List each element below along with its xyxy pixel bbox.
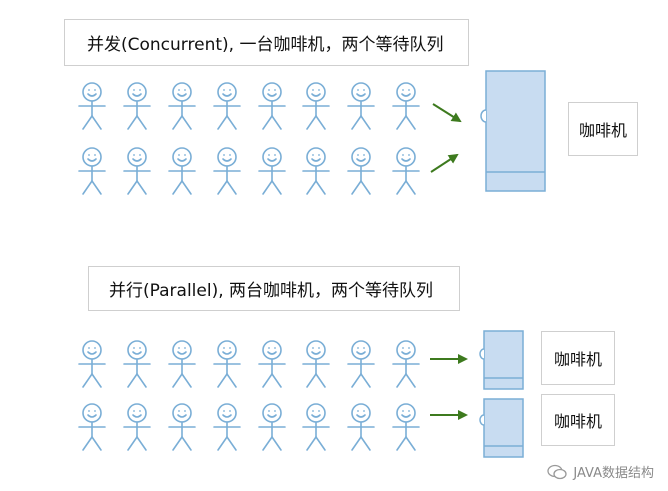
person-icon	[168, 403, 196, 451]
coffee-machine-icon-2	[479, 398, 524, 458]
watermark: JAVA数据结构	[547, 462, 654, 481]
person-icon	[302, 340, 330, 388]
person-icon	[123, 403, 151, 451]
person-icon	[258, 403, 286, 451]
coffee-machine-icon	[480, 70, 546, 192]
coffee-machine-label: 咖啡机	[568, 102, 638, 156]
people-layer	[78, 82, 420, 451]
person-icon	[347, 147, 375, 195]
person-icon	[78, 147, 106, 195]
person-icon	[258, 147, 286, 195]
coffee-machine-label-1: 咖啡机	[541, 331, 615, 385]
person-icon	[123, 82, 151, 130]
person-icon	[123, 340, 151, 388]
person-icon	[78, 340, 106, 388]
person-icon	[347, 340, 375, 388]
person-icon	[347, 82, 375, 130]
person-icon	[392, 82, 420, 130]
coffee-machine-icon-1	[479, 330, 524, 390]
watermark-text: JAVA数据结构	[573, 466, 654, 481]
person-icon	[168, 340, 196, 388]
arrow-1	[432, 103, 462, 123]
person-icon	[392, 403, 420, 451]
person-icon	[123, 147, 151, 195]
person-icon	[168, 82, 196, 130]
person-icon	[302, 403, 330, 451]
person-icon	[347, 403, 375, 451]
person-icon	[213, 147, 241, 195]
coffee-machine-label-2: 咖啡机	[541, 394, 615, 446]
person-icon	[213, 82, 241, 130]
person-icon	[168, 147, 196, 195]
arrow-2	[430, 153, 459, 173]
person-icon	[392, 340, 420, 388]
person-icon	[392, 147, 420, 195]
person-icon	[213, 403, 241, 451]
person-icon	[258, 340, 286, 388]
person-icon	[213, 340, 241, 388]
wechat-icon	[547, 464, 568, 479]
person-icon	[78, 82, 106, 130]
parallel-title: 并行(Parallel), 两台咖啡机，两个等待队列	[88, 266, 460, 311]
person-icon	[302, 147, 330, 195]
person-icon	[302, 82, 330, 130]
person-icon	[78, 403, 106, 451]
person-icon	[258, 82, 286, 130]
concurrent-title: 并发(Concurrent), 一台咖啡机，两个等待队列	[64, 19, 469, 66]
